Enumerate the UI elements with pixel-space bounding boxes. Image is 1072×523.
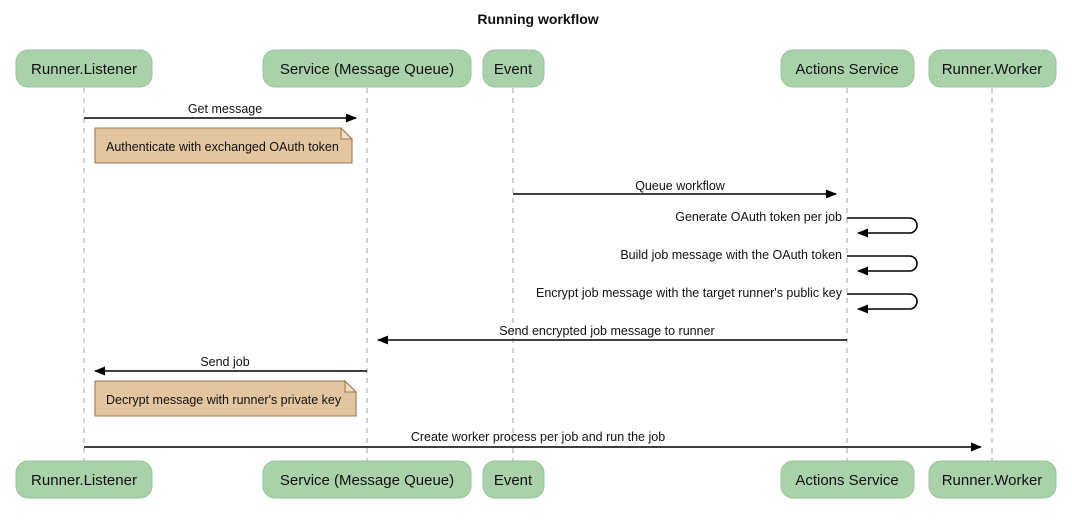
participant-box	[780, 460, 915, 499]
message-label: Create worker process per job and run th…	[411, 430, 665, 444]
note-body	[94, 127, 353, 164]
diagram-title: Running workflow	[477, 11, 598, 27]
message-label: Encrypt job message with the target runn…	[536, 286, 843, 300]
self-loop-path	[847, 217, 918, 238]
participant-box	[928, 460, 1057, 499]
message-7[interactable]: Create worker process per job and run th…	[84, 430, 982, 452]
participant-label: Actions Service	[795, 61, 898, 78]
participant-listener-top[interactable]: Runner.Listener	[15, 49, 153, 88]
participant-worker-top[interactable]: Runner.Worker	[928, 49, 1057, 88]
participant-label: Service (Message Queue)	[280, 472, 454, 489]
participant-label: Actions Service	[795, 472, 898, 489]
participant-box	[482, 49, 545, 88]
note-label: Decrypt message with runner's private ke…	[106, 393, 342, 407]
note-body	[94, 380, 357, 417]
participant-box	[482, 460, 545, 499]
message-3[interactable]: Build job message with the OAuth token	[620, 248, 918, 276]
message-0[interactable]: Get message	[84, 102, 357, 123]
notes-group: Authenticate with exchanged OAuth tokenD…	[94, 126, 358, 417]
participant-label: Runner.Listener	[31, 472, 137, 489]
participant-label: Runner.Worker	[942, 472, 1043, 489]
note-1: Decrypt message with runner's private ke…	[94, 379, 358, 417]
participants-top-group: Runner.Listener Service (Message Queue) Ev…	[15, 49, 1057, 88]
lifelines-group	[83, 88, 993, 461]
participant-event-top[interactable]: Event	[482, 49, 545, 88]
participant-box	[15, 460, 153, 499]
participant-worker-bottom[interactable]: Runner.Worker	[928, 460, 1057, 499]
message-label: Build job message with the OAuth token	[620, 248, 842, 262]
participant-actions-bottom[interactable]: Actions Service	[780, 460, 915, 499]
message-label: Generate OAuth token per job	[675, 210, 842, 224]
participant-box	[262, 460, 472, 499]
message-label: Send job	[200, 355, 249, 369]
participant-label: Runner.Worker	[942, 61, 1043, 78]
participant-box	[780, 49, 915, 88]
participant-box	[15, 49, 153, 88]
message-label: Get message	[188, 102, 262, 116]
note-label: Authenticate with exchanged OAuth token	[106, 140, 339, 154]
message-2[interactable]: Generate OAuth token per job	[675, 210, 918, 238]
message-5[interactable]: Send encrypted job message to runner	[377, 324, 847, 345]
participant-queue-top[interactable]: Service (Message Queue)	[262, 49, 472, 88]
participant-label: Runner.Listener	[31, 61, 137, 78]
note-fold-corner-icon	[344, 379, 358, 393]
participant-queue-bottom[interactable]: Service (Message Queue)	[262, 460, 472, 499]
self-loop-path	[847, 255, 918, 276]
self-loop-path	[847, 293, 918, 314]
participant-listener-bottom[interactable]: Runner.Listener	[15, 460, 153, 499]
participants-bottom-group: Runner.Listener Service (Message Queue) Ev…	[15, 460, 1057, 499]
message-4[interactable]: Encrypt job message with the target runn…	[536, 286, 918, 314]
participant-label: Event	[494, 472, 533, 489]
participant-actions-top[interactable]: Actions Service	[780, 49, 915, 88]
participant-event-bottom[interactable]: Event	[482, 460, 545, 499]
note-0: Authenticate with exchanged OAuth token	[94, 126, 354, 164]
message-label: Queue workflow	[635, 179, 726, 193]
message-1[interactable]: Queue workflow	[513, 179, 837, 199]
participant-box	[262, 49, 472, 88]
participant-label: Service (Message Queue)	[280, 61, 454, 78]
participant-box	[928, 49, 1057, 88]
note-fold-corner-icon	[340, 126, 354, 140]
participant-label: Event	[494, 61, 533, 78]
message-6[interactable]: Send job	[94, 355, 367, 376]
message-label: Send encrypted job message to runner	[499, 324, 714, 338]
